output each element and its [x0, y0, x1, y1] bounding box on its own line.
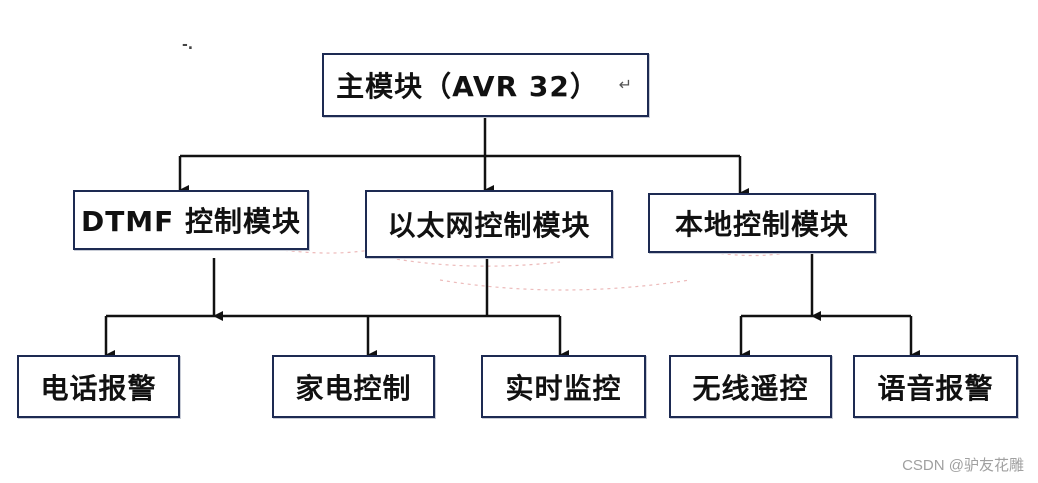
wireless-remote-box: 无线遥控 [669, 355, 832, 418]
wireless-remote-label: 无线遥控 [692, 371, 809, 405]
local-module-label: 本地控制模块 [674, 208, 849, 241]
local-to-third-level-connectors [739, 253, 920, 360]
return-mark: ↵ [618, 75, 633, 94]
realtime-monitor-box: 实时监控 [481, 355, 646, 418]
local-module-box: 本地控制模块 [648, 193, 876, 253]
phone-alarm-label: 电话报警 [40, 371, 157, 405]
ethernet-module-label: 以太网控制模块 [387, 209, 591, 242]
main-module-box: 主模块（AVR 32） ↵ [322, 53, 649, 117]
dtmf-module-box: DTMF 控制模块 [73, 190, 309, 250]
realtime-monitor-label: 实时监控 [505, 371, 622, 405]
voice-alarm-box: 语音报警 [853, 355, 1018, 418]
home-appliance-label: 家电控制 [295, 371, 412, 405]
home-appliance-box: 家电控制 [272, 355, 435, 418]
main-to-second-level-connectors [178, 117, 749, 198]
phone-alarm-box: 电话报警 [17, 355, 180, 418]
ethernet-module-box: 以太网控制模块 [365, 190, 613, 258]
watermark: CSDN @驴友花雕 [902, 457, 1024, 474]
main-module-label: 主模块（AVR 32） [336, 70, 599, 103]
dtmf-module-label: DTMF 控制模块 [80, 205, 302, 238]
ethernet-to-third-level-connectors [104, 258, 569, 360]
voice-alarm-label: 语音报警 [877, 371, 994, 405]
stray-mark: -. [182, 37, 194, 53]
